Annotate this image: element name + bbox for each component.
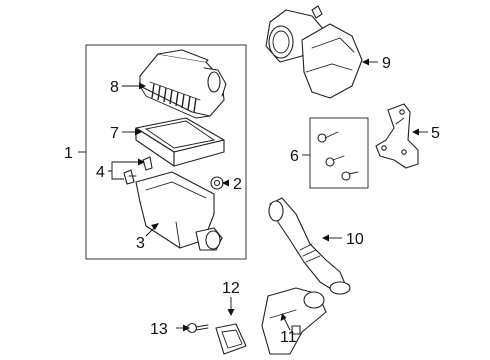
leader-lines bbox=[78, 58, 428, 332]
callout-9: 9 bbox=[382, 55, 391, 72]
resonator bbox=[265, 5, 363, 99]
callout-11: 11 bbox=[280, 329, 297, 346]
screws-kit-frame bbox=[309, 117, 369, 189]
grommet bbox=[210, 176, 224, 190]
callout-6: 6 bbox=[290, 148, 299, 165]
screws-kit bbox=[317, 131, 359, 181]
callout-1: 1 bbox=[64, 145, 73, 162]
mounting-bracket bbox=[375, 103, 419, 169]
air-cleaner-lid bbox=[139, 49, 227, 119]
callout-5: 5 bbox=[431, 125, 440, 142]
screw-3 bbox=[341, 171, 359, 181]
callout-4: 4 bbox=[96, 164, 105, 181]
intake-hose bbox=[268, 197, 351, 295]
screw-1 bbox=[317, 131, 339, 143]
screw-2 bbox=[325, 155, 345, 167]
bolt bbox=[186, 322, 209, 334]
callout-7: 7 bbox=[110, 125, 119, 142]
air-duct-elbow bbox=[261, 287, 327, 355]
callout-13: 13 bbox=[150, 321, 168, 338]
callout-10: 10 bbox=[346, 231, 364, 248]
retaining-clips bbox=[123, 156, 153, 185]
callout-labels: 1 2 3 4 5 6 7 8 9 10 11 12 13 bbox=[64, 55, 440, 346]
callout-3: 3 bbox=[136, 235, 145, 252]
callout-8: 8 bbox=[110, 79, 119, 96]
lid-ribs bbox=[151, 83, 197, 113]
callout-12: 12 bbox=[222, 280, 240, 297]
callout-2: 2 bbox=[233, 176, 242, 193]
air-filter-element bbox=[135, 117, 225, 167]
duct-seal bbox=[215, 323, 247, 355]
air-cleaner-lower-housing bbox=[135, 171, 223, 251]
